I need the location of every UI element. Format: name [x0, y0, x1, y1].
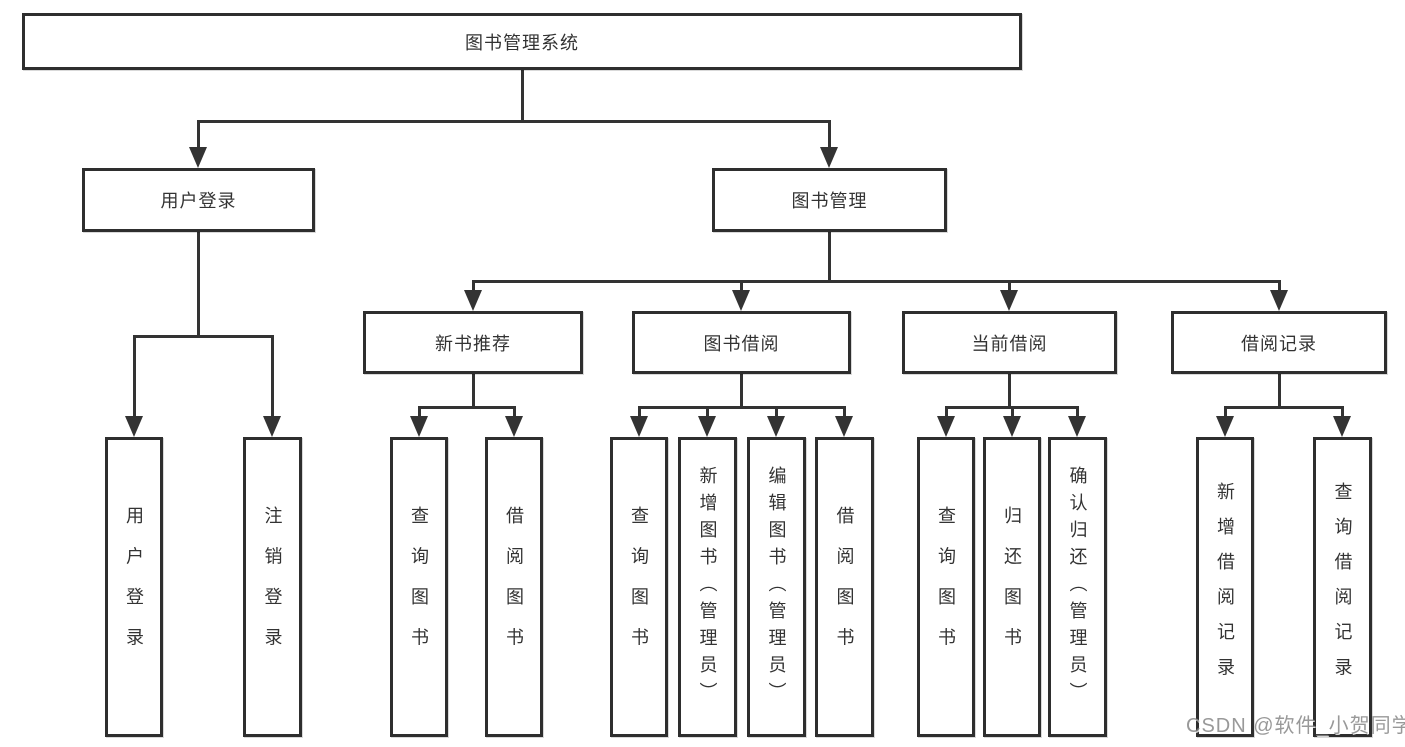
node-leaf-query-books-3: 查询图书	[917, 437, 975, 737]
node-leaf-edit-book-admin: 编辑图书（管理员）	[747, 437, 806, 737]
node-label: 借阅图书	[504, 506, 524, 668]
node-borrowing-records: 借阅记录	[1171, 311, 1387, 374]
book-borrowing-to-leaves-drop	[842, 406, 846, 425]
node-user-login-branch: 用户登录	[82, 168, 315, 232]
node-leaf-borrow-books-2: 借阅图书	[815, 437, 874, 737]
arrow-down-icon	[698, 416, 716, 437]
user-login-to-leaves-drop	[132, 335, 136, 425]
book-mgmt-to-level3-drop	[739, 280, 743, 299]
book-borrowing-to-leaves-stem	[739, 374, 743, 409]
node-label: 新增借阅记录	[1215, 481, 1235, 693]
root-to-level2-stem	[520, 70, 524, 123]
book-borrowing-to-leaves-drop	[774, 406, 778, 425]
book-mgmt-to-level3-drop	[1007, 280, 1011, 299]
arrow-down-icon	[464, 290, 482, 311]
arrow-down-icon	[1270, 290, 1288, 311]
book-mgmt-to-level3-drop	[1277, 280, 1281, 299]
arrow-down-icon	[732, 290, 750, 311]
node-current-borrowing: 当前借阅	[902, 311, 1117, 374]
node-root-system: 图书管理系统	[22, 13, 1022, 70]
node-label: 新增图书（管理员）	[697, 465, 718, 709]
user-login-to-leaves-drop	[270, 335, 274, 425]
new-book-rec-to-leaves-drop	[417, 406, 421, 425]
arrow-down-icon	[630, 416, 648, 437]
node-label: 查询图书	[936, 506, 956, 668]
node-label: 查询借阅记录	[1332, 481, 1353, 693]
node-label: 图书管理	[791, 191, 868, 211]
current-borrow-to-leaves-drop	[1075, 406, 1079, 425]
node-label: 用户登录	[160, 191, 237, 211]
node-label: 确认归还（管理员）	[1067, 465, 1088, 709]
node-leaf-query-books-2: 查询图书	[610, 437, 668, 737]
arrow-down-icon	[820, 147, 838, 168]
arrow-down-icon	[835, 416, 853, 437]
arrow-down-icon	[263, 416, 281, 437]
new-book-rec-to-leaves-drop	[512, 406, 516, 425]
node-label: 归还图书	[1002, 506, 1022, 668]
node-label: 新书推荐	[435, 333, 511, 354]
borrow-records-to-leaves-drop	[1340, 406, 1344, 425]
current-borrow-to-leaves-drop	[1010, 406, 1014, 425]
node-leaf-logout: 注销登录	[243, 437, 302, 737]
arrow-down-icon	[1003, 416, 1021, 437]
arrow-down-icon	[1333, 416, 1351, 437]
new-book-rec-to-leaves-splitter	[417, 406, 516, 409]
node-leaf-return-books: 归还图书	[983, 437, 1041, 737]
book-mgmt-to-level3-splitter	[471, 280, 1281, 283]
arrow-down-icon	[937, 416, 955, 437]
node-leaf-user-login: 用户登录	[105, 437, 163, 737]
node-leaf-query-borrow-record: 查询借阅记录	[1313, 437, 1372, 737]
arrow-down-icon	[410, 416, 428, 437]
node-label: 图书借阅	[703, 333, 780, 354]
node-label: 用户登录	[124, 506, 144, 668]
arrow-down-icon	[1068, 416, 1086, 437]
user-login-to-leaves-stem	[196, 232, 200, 338]
book-borrowing-to-leaves-drop	[705, 406, 709, 425]
node-leaf-add-book-admin: 新增图书（管理员）	[678, 437, 737, 737]
node-label: 当前借阅	[971, 333, 1048, 354]
user-login-to-leaves-splitter	[132, 335, 274, 338]
arrow-down-icon	[1000, 290, 1018, 311]
node-label: 借阅记录	[1241, 333, 1317, 354]
book-borrowing-to-leaves-splitter	[637, 406, 846, 409]
borrow-records-to-leaves-stem	[1277, 374, 1281, 409]
node-label: 编辑图书（管理员）	[766, 465, 787, 709]
book-mgmt-to-level3-stem	[827, 232, 831, 283]
node-label: 注销登录	[262, 506, 283, 668]
arrow-down-icon	[767, 416, 785, 437]
node-leaf-borrow-books-1: 借阅图书	[485, 437, 543, 737]
current-borrow-to-leaves-stem	[1007, 374, 1011, 409]
borrow-records-to-leaves-drop	[1223, 406, 1227, 425]
node-leaf-add-borrow-record: 新增借阅记录	[1196, 437, 1254, 737]
book-borrowing-to-leaves-drop	[637, 406, 641, 425]
node-leaf-query-books-1: 查询图书	[390, 437, 448, 737]
root-to-level2-splitter	[196, 120, 831, 123]
arrow-down-icon	[189, 147, 207, 168]
watermark: CSDN @软件_小贺同学	[1186, 715, 1405, 737]
arrow-down-icon	[125, 416, 143, 437]
node-new-book-recommend: 新书推荐	[363, 311, 583, 374]
node-label: 借阅图书	[834, 506, 855, 668]
node-label: 查询图书	[629, 506, 649, 668]
arrow-down-icon	[505, 416, 523, 437]
node-book-borrowing: 图书借阅	[632, 311, 851, 374]
current-borrow-to-leaves-drop	[944, 406, 948, 425]
node-label: 图书管理系统	[465, 32, 579, 53]
root-to-level2-drop	[196, 120, 200, 156]
book-mgmt-to-level3-drop	[471, 280, 475, 299]
root-to-level2-drop	[827, 120, 831, 156]
new-book-rec-to-leaves-stem	[471, 374, 475, 409]
node-label: 查询图书	[409, 506, 429, 668]
node-book-management-branch: 图书管理	[712, 168, 947, 232]
borrow-records-to-leaves-splitter	[1223, 406, 1344, 409]
node-leaf-confirm-return: 确认归还（管理员）	[1048, 437, 1107, 737]
arrow-down-icon	[1216, 416, 1234, 437]
